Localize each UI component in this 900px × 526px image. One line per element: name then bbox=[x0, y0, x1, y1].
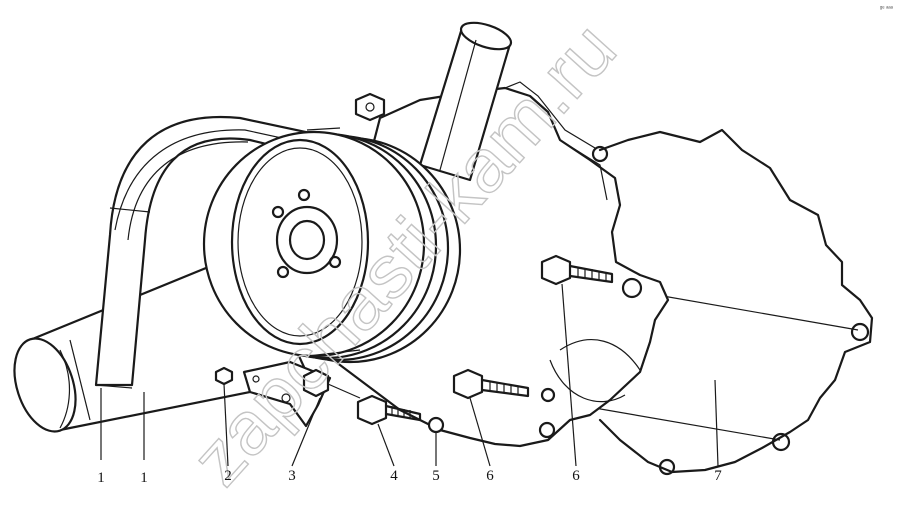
housing-bolt-hole-bottom bbox=[540, 387, 556, 403]
callout-6a: 6 bbox=[486, 468, 494, 484]
gasket-hole-top-right bbox=[850, 322, 870, 342]
housing-bolt-hole-left bbox=[538, 421, 556, 439]
bolt-6-upper-head bbox=[540, 254, 572, 286]
housing-top-bolt bbox=[354, 92, 386, 122]
pulley-bolt-hole-left bbox=[271, 205, 285, 219]
callout-5: 5 bbox=[432, 468, 440, 484]
pulley-hub-outer bbox=[275, 205, 339, 275]
inlet-pipe-mouth bbox=[13, 337, 77, 433]
bolt-4-head bbox=[356, 394, 388, 426]
washer bbox=[427, 416, 445, 434]
pulley-bolt-hole-bottom bbox=[276, 265, 290, 279]
callout-1b: 1 bbox=[140, 470, 148, 486]
gasket-outline bbox=[598, 128, 874, 474]
nut bbox=[214, 366, 234, 386]
pulley-bolt-hole-top bbox=[297, 188, 311, 202]
housing-bolt-hole-right bbox=[621, 277, 643, 299]
callout-2: 2 bbox=[224, 468, 232, 484]
housing-bolt-hole-top bbox=[591, 145, 609, 163]
gasket-hole-bottom-left bbox=[658, 458, 676, 476]
callout-4: 4 bbox=[390, 468, 398, 484]
corner-mark: ᵍᵉ ᵃᵃᵃ bbox=[880, 6, 894, 12]
callout-6b: 6 bbox=[572, 468, 580, 484]
gasket-hole-bottom bbox=[771, 432, 791, 452]
bracket-bolt-head bbox=[302, 368, 330, 398]
callout-1a: 1 bbox=[97, 470, 105, 486]
leader-lines bbox=[100, 283, 719, 467]
callout-3: 3 bbox=[288, 468, 296, 484]
bolt-6-lower-head bbox=[452, 368, 484, 400]
outlet-pipe-mouth bbox=[459, 21, 513, 51]
pulley-hub-inner bbox=[288, 219, 326, 261]
pulley-bolt-hole-right bbox=[328, 255, 342, 269]
callout-7: 7 bbox=[714, 468, 722, 484]
